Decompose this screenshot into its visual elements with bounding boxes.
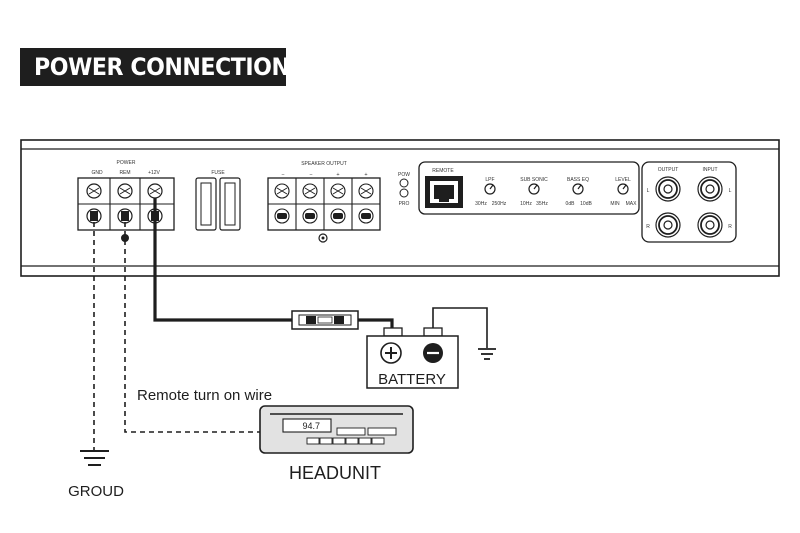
remote-wire (124, 222, 260, 433)
svg-text:250Hz: 250Hz (492, 201, 507, 207)
plus12v-label: +12V (148, 170, 160, 176)
svg-text:R: R (646, 224, 650, 230)
speaker-output-block: SPEAKER OUTPUT − − + + (267, 161, 381, 243)
lpf-knob: LPF 30Hz 250Hz (475, 177, 507, 207)
fuse-holder: FUSE (195, 170, 241, 231)
headunit-display-text: 94.7 (302, 421, 320, 431)
svg-text:10dB: 10dB (580, 201, 592, 207)
svg-text:30Hz: 30Hz (475, 201, 487, 207)
rem-terminal (117, 183, 133, 224)
level-knob: LEVEL MIN MAX (610, 177, 637, 207)
svg-text:L: L (647, 188, 650, 194)
gnd-terminal (86, 183, 102, 224)
rca-panel: OUTPUT INPUT L R L R (641, 161, 737, 243)
headunit-display (282, 418, 332, 433)
svg-text:LEVEL: LEVEL (615, 177, 631, 183)
svg-text:MIN: MIN (610, 201, 620, 207)
headunit: 94.7 (259, 405, 414, 454)
power-wire (153, 198, 292, 322)
svg-text:LPF: LPF (485, 177, 494, 183)
rem-label: REM (119, 170, 130, 176)
ground-icon (80, 450, 109, 466)
speaker-output-label: SPEAKER OUTPUT (301, 161, 347, 167)
speaker-polarity-2: − (309, 172, 312, 178)
svg-text:SUB SONIC: SUB SONIC (520, 177, 548, 183)
subsonic-knob: SUB SONIC 10Hz 35Hz (520, 177, 548, 207)
remote-wire-label: Remote turn on wire (137, 387, 272, 404)
pro-led-icon (399, 188, 409, 198)
remote-label: REMOTE (432, 168, 454, 174)
battery-label: BATTERY (378, 371, 446, 388)
bass-eq-knob: BASS EQ 0dB 10dB (566, 177, 593, 207)
inline-fuse-icon (291, 310, 359, 330)
speaker-polarity-4: + (364, 172, 367, 178)
pow-label: POW (398, 172, 410, 178)
title-banner (20, 48, 286, 86)
svg-text:0dB: 0dB (566, 201, 576, 207)
ground-label: GROUD (68, 483, 124, 500)
svg-text:35Hz: 35Hz (536, 201, 548, 207)
power-terminal-block: POWER GND REM +12V (77, 160, 175, 242)
fuse-label: FUSE (211, 170, 225, 176)
status-leds: POW PRO (398, 172, 410, 207)
wires (93, 198, 488, 450)
svg-text:L: L (729, 188, 732, 194)
pro-label: PRO (399, 201, 410, 207)
control-panel: REMOTE LPF 30Hz 250Hz SUB SONIC 10Hz 35H… (418, 161, 640, 215)
headunit-label: HEADUNIT (289, 463, 381, 483)
speaker-polarity-3: + (336, 172, 339, 178)
output-label: OUTPUT (658, 167, 679, 173)
svg-text:R: R (728, 224, 732, 230)
battery: BATTERY (366, 327, 459, 389)
battery-negative-wire (432, 307, 488, 348)
svg-text:MAX: MAX (626, 201, 638, 207)
svg-text:BASS EQ: BASS EQ (567, 177, 589, 183)
power-label: POWER (117, 160, 136, 166)
svg-text:10Hz: 10Hz (520, 201, 532, 207)
input-label: INPUT (703, 167, 718, 173)
pow-led-icon (399, 178, 409, 188)
mount-screw-icon (121, 234, 129, 242)
gnd-label: GND (91, 170, 103, 176)
page-title: POWER CONNECTIONS (34, 53, 305, 81)
remote-jack-icon (425, 176, 463, 208)
speaker-polarity-1: − (281, 172, 284, 178)
rca-jack-icon (655, 176, 723, 238)
battery-ground-icon (478, 348, 496, 360)
